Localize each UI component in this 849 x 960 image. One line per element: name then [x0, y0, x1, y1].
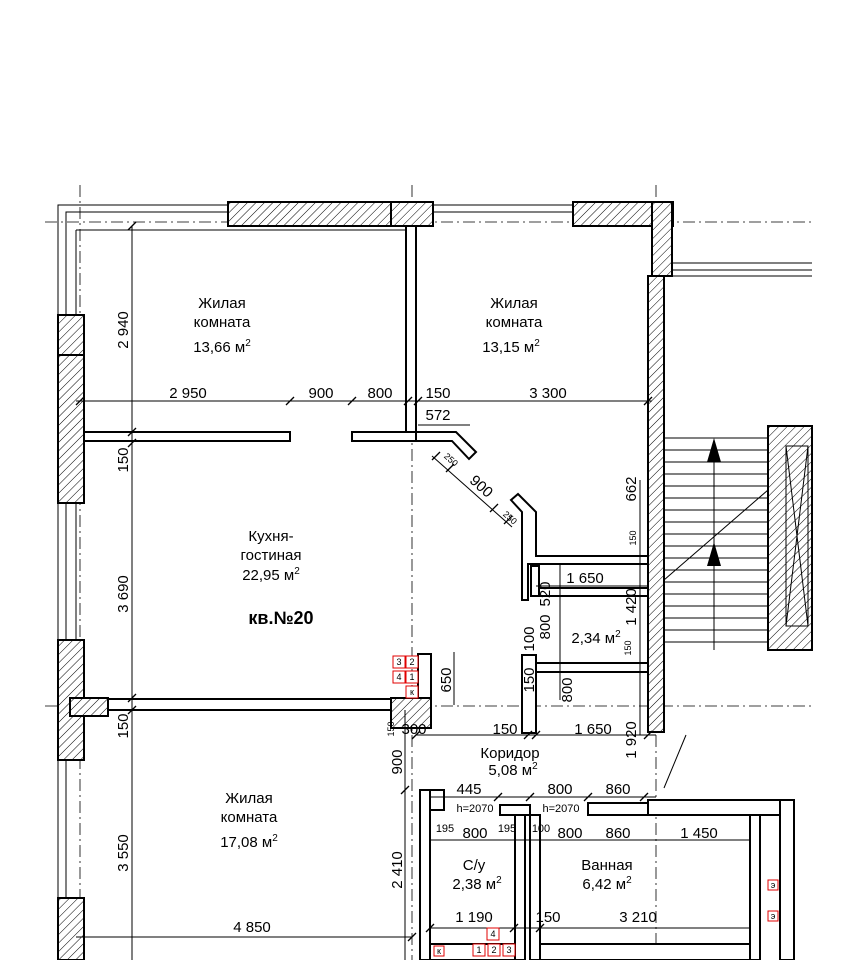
dim-label: 860 [605, 781, 630, 798]
dim-label: 800 [547, 781, 572, 798]
partitions [83, 225, 795, 960]
fixture-number: 2 [491, 945, 496, 955]
dim-label: 3 300 [529, 385, 567, 402]
dim-label: 100 [532, 823, 550, 835]
room-name: Ванная [581, 857, 632, 874]
dim-label: 150 [492, 721, 517, 738]
dim-label: 1 190 [455, 909, 493, 926]
fixture-number: 2 [409, 657, 414, 667]
dim-label: 150 [521, 667, 538, 692]
apartment-label: кв.№20 [248, 608, 313, 628]
fixture-number: к [437, 946, 441, 956]
dim-label: 900 [389, 749, 406, 774]
room-area: 5,08 м2 [488, 761, 538, 779]
door-height: h=2070 [456, 803, 493, 815]
dim-label: 2 410 [389, 851, 406, 889]
door-height: h=2070 [542, 803, 579, 815]
room-area: 13,15 м2 [482, 338, 540, 356]
room-area: 2,38 м2 [452, 875, 502, 893]
dim-label: 150 [386, 721, 396, 736]
dim-label: 300 [401, 721, 426, 738]
dim-label: 800 [559, 677, 576, 702]
dim-label: 1 650 [566, 570, 604, 587]
dim-label: 150 [425, 385, 450, 402]
room-name: Жилая [225, 790, 272, 807]
room-name: Жилая [198, 295, 245, 312]
fixture-number: 3 [396, 657, 401, 667]
dim-label: 150 [623, 640, 633, 655]
room-name: комната [221, 809, 278, 826]
dim-label: 2 950 [169, 385, 207, 402]
fixture-number: э [771, 880, 776, 890]
dim-label: 3 210 [619, 909, 657, 926]
fixture-number: 1 [409, 672, 414, 682]
room-area: 22,95 м2 [242, 566, 300, 584]
fixture-number: 1 [476, 945, 481, 955]
dim-label: 572 [425, 407, 450, 424]
dim-label: 650 [438, 667, 455, 692]
dim-label: 3 690 [115, 575, 132, 613]
dim-label: 800 [537, 614, 554, 639]
dim-label: 1 650 [574, 721, 612, 738]
room-area: 2,34 м2 [571, 629, 621, 647]
dim-label: 800 [462, 825, 487, 842]
room-name: С/у [463, 857, 486, 874]
fixture-number: к [410, 687, 414, 697]
dim-label: 100 [521, 626, 538, 651]
fixture-number: 4 [396, 672, 401, 682]
dim-label: 662 [623, 476, 640, 501]
fixture-number: 3 [506, 945, 511, 955]
dim-label: 150 [628, 530, 638, 545]
room-name: комната [194, 314, 251, 331]
room-labels: Жилая комната 13,66 м2 Жилая комната 13,… [193, 295, 632, 893]
room-name: Жилая [490, 295, 537, 312]
room-area: 6,42 м2 [582, 875, 632, 893]
room-name: гостиная [241, 547, 302, 564]
dim-label: 2 940 [115, 311, 132, 349]
dim-label: 150 [115, 447, 132, 472]
fixture-marks: 3 2 4 1 к 4 1 2 3 к э э [392, 655, 779, 957]
dim-label: 150 [115, 713, 132, 738]
dim-label: 195 [436, 823, 454, 835]
dim-label: 3 550 [115, 834, 132, 872]
dim-label: 250 [442, 451, 460, 468]
dim-label: 1 450 [680, 825, 718, 842]
room-area: 13,66 м2 [193, 338, 251, 356]
dim-label: 195 [498, 823, 516, 835]
fixture-number: э [771, 911, 776, 921]
dim-label: 860 [605, 825, 630, 842]
room-area: 17,08 м2 [220, 833, 278, 851]
staircase [663, 437, 809, 789]
dim-label: 900 [466, 472, 496, 501]
dimension-lines [75, 221, 750, 960]
bearing-walls [57, 201, 813, 960]
dim-label: 445 [456, 781, 481, 798]
dim-label: 900 [308, 385, 333, 402]
dim-label: 520 [537, 581, 554, 606]
dim-label: 150 [535, 909, 560, 926]
dim-label: 1 420 [623, 588, 640, 626]
dim-label: 800 [367, 385, 392, 402]
room-name: Кухня- [248, 528, 293, 545]
fixture-number: 4 [490, 929, 495, 939]
dim-label: 1 920 [623, 721, 640, 759]
dimension-labels: 2 950 900 800 150 3 300 572 250 900 250 … [115, 311, 718, 936]
dim-label: 800 [557, 825, 582, 842]
dim-label: 250 [501, 509, 519, 526]
room-name: комната [486, 314, 543, 331]
room-name: Коридор [480, 745, 539, 762]
dim-label: 4 850 [233, 919, 271, 936]
